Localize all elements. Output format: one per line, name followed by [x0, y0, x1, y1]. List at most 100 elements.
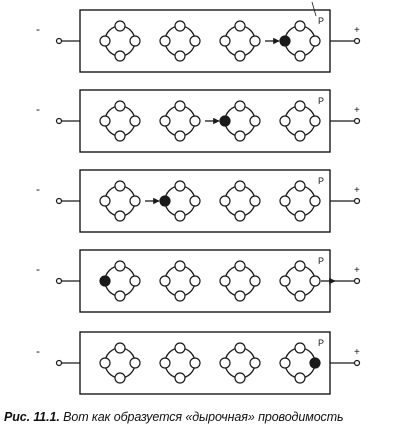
atom-4: [279, 342, 321, 384]
electron-site: [219, 195, 231, 207]
electron-site: [174, 210, 186, 222]
atom-2: [159, 180, 201, 222]
electron-site: [174, 342, 186, 354]
electron-site: [294, 210, 306, 222]
electron-site: [114, 372, 126, 384]
electron-site: [294, 180, 306, 192]
strip-body: [79, 249, 331, 313]
atom-1: [99, 260, 141, 302]
electron-site: [114, 210, 126, 222]
electron-site: [189, 115, 201, 127]
atom-1: [99, 20, 141, 62]
electron-site: [234, 342, 246, 354]
electron-site: [234, 100, 246, 112]
minus-sign: -: [36, 102, 40, 116]
electron-site: [234, 130, 246, 142]
electron-site: [189, 195, 201, 207]
minus-sign: -: [36, 182, 40, 196]
positive-terminal: [353, 359, 361, 367]
electron-site: [114, 130, 126, 142]
electron-site: [279, 275, 291, 287]
semiconductor-strip-5: - + P: [36, 331, 361, 395]
electron-site: [249, 115, 261, 127]
strip-body: [79, 9, 331, 73]
atom-4: [279, 260, 321, 302]
electron-site: [189, 275, 201, 287]
electron-site: [234, 260, 246, 272]
electron-site: [309, 275, 321, 287]
atom-4: [279, 100, 321, 142]
electron-site: [114, 290, 126, 302]
electron-site: [219, 35, 231, 47]
plus-sign: +: [354, 25, 360, 36]
electron-site: [114, 100, 126, 112]
electron-site: [294, 20, 306, 32]
electron-site: [294, 260, 306, 272]
hole-conduction-diagram: -+P-+P-+P-+P-+P: [36, 1, 361, 395]
figure-caption-text: Вот как образуется «дырочная» проводимос…: [63, 410, 344, 424]
atom-3: [219, 260, 261, 302]
atom-1: [99, 180, 141, 222]
atom-4: [279, 180, 321, 222]
p-region-label: P: [318, 16, 324, 26]
positive-terminal: [353, 117, 361, 125]
negative-terminal: [55, 197, 63, 205]
electron-site: [99, 35, 111, 47]
minus-sign: -: [36, 344, 40, 358]
electron-site: [114, 342, 126, 354]
electron-site: [159, 275, 171, 287]
electron-site: [249, 357, 261, 369]
negative-terminal: [55, 37, 63, 45]
plus-sign: +: [354, 265, 360, 276]
semiconductor-strip-4: - + P: [36, 249, 361, 313]
electron-site: [294, 50, 306, 62]
positive-terminal: [353, 37, 361, 45]
electron-site: [309, 115, 321, 127]
electron-site: [114, 180, 126, 192]
electron-site: [129, 115, 141, 127]
atom-3: [219, 180, 261, 222]
negative-terminal: [55, 117, 63, 125]
electron-site: [159, 357, 171, 369]
electron-site: [189, 35, 201, 47]
electron-site: [129, 195, 141, 207]
electron-site: [174, 50, 186, 62]
positive-terminal: [353, 197, 361, 205]
atom-2: [159, 100, 201, 142]
electron-site: [189, 357, 201, 369]
figure-caption: Рис. 11.1. Вот как образуется «дырочная»…: [4, 410, 402, 424]
p-region-label: P: [318, 338, 324, 348]
p-region-label: P: [318, 256, 324, 266]
electron-site: [249, 195, 261, 207]
electron-site: [219, 357, 231, 369]
plus-sign: +: [354, 347, 360, 358]
plus-sign: +: [354, 185, 360, 196]
electron-site: [129, 275, 141, 287]
electron-site: [174, 20, 186, 32]
electron-site: [234, 290, 246, 302]
electron-site: [129, 35, 141, 47]
semiconductor-strip-2: - + P: [36, 89, 361, 153]
electron-site: [159, 115, 171, 127]
positive-terminal: [353, 277, 361, 285]
electron-site: [234, 372, 246, 384]
figure-number: Рис. 11.1.: [4, 410, 60, 424]
electron-site: [174, 130, 186, 142]
electron-site: [114, 50, 126, 62]
atom-1: [99, 342, 141, 384]
hole-site: [99, 275, 111, 287]
atom-3: [219, 342, 261, 384]
electron-site: [294, 290, 306, 302]
semiconductor-strip-1: -+P: [36, 1, 361, 73]
p-region-label: P: [318, 96, 324, 106]
electron-site: [249, 275, 261, 287]
plus-sign: +: [354, 105, 360, 116]
electron-site: [309, 195, 321, 207]
electron-site: [174, 260, 186, 272]
electron-site: [114, 260, 126, 272]
electron-site: [99, 115, 111, 127]
hole-site: [279, 35, 291, 47]
minus-sign: -: [36, 262, 40, 276]
electron-site: [234, 50, 246, 62]
electron-site: [114, 20, 126, 32]
